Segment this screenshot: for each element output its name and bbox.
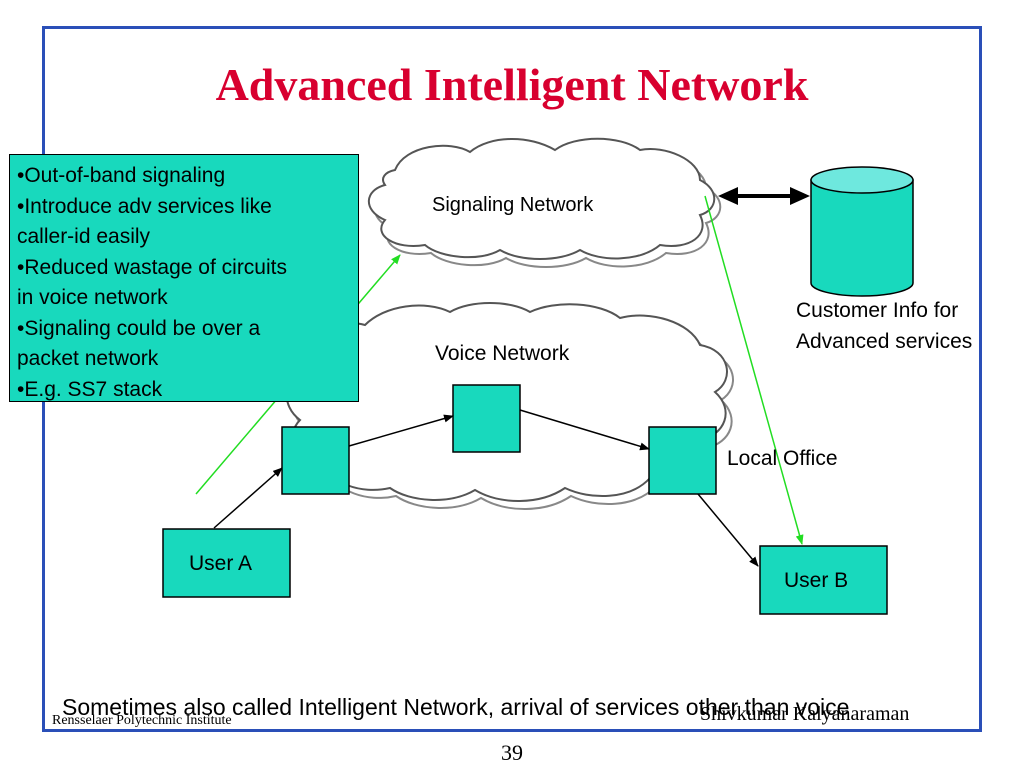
local-office-label: Local Office — [727, 447, 838, 470]
footer-institution: Rensselaer Polytechnic Institute — [52, 713, 232, 728]
database-label-line1: Customer Info for — [796, 299, 959, 322]
footer-author: Shivkumar Kalyanaraman — [700, 703, 910, 725]
slide-note: Sometimes also called Intelligent Networ… — [62, 694, 850, 720]
database-link-arrow — [718, 187, 810, 205]
bullet-line: •E.g. SS7 stack — [17, 377, 163, 401]
customer-database-icon — [810, 166, 914, 297]
database-label-line2: Advanced services — [796, 330, 973, 353]
bullet-line: in voice network — [17, 286, 168, 309]
bullet-line: •Reduced wastage of circuits — [17, 255, 287, 279]
user-a-box — [162, 528, 291, 598]
arrow-switch-to-userb — [697, 493, 759, 567]
voice-network-label: Voice Network — [435, 342, 570, 365]
arrow-switch-left-to-middle — [348, 414, 454, 447]
user-b-label: User B — [784, 569, 849, 592]
user-a-label: User A — [189, 552, 253, 575]
switch-left — [281, 426, 350, 495]
page-number: 39 — [501, 740, 523, 765]
signaling-network-cloud — [367, 137, 722, 268]
slide-title: Advanced Intelligent Network — [215, 59, 809, 110]
bullet-callout-box: •Out-of-band signaling •Introduce adv se… — [9, 154, 359, 402]
arrow-switch-middle-to-right — [519, 409, 650, 451]
arrow-usera-to-switch — [213, 467, 283, 529]
bullet-line: •Signaling could be over a — [17, 316, 261, 340]
switch-middle — [452, 384, 521, 453]
switch-right — [648, 426, 717, 495]
user-b-box — [759, 545, 888, 615]
signal-arrow-right — [704, 195, 804, 545]
bullet-line: caller-id easily — [17, 225, 151, 248]
bullet-line: •Introduce adv services like — [17, 194, 272, 218]
bullet-line: •Out-of-band signaling — [17, 164, 226, 187]
signaling-network-label: Signaling Network — [432, 194, 594, 216]
bullet-line: packet network — [17, 347, 159, 370]
